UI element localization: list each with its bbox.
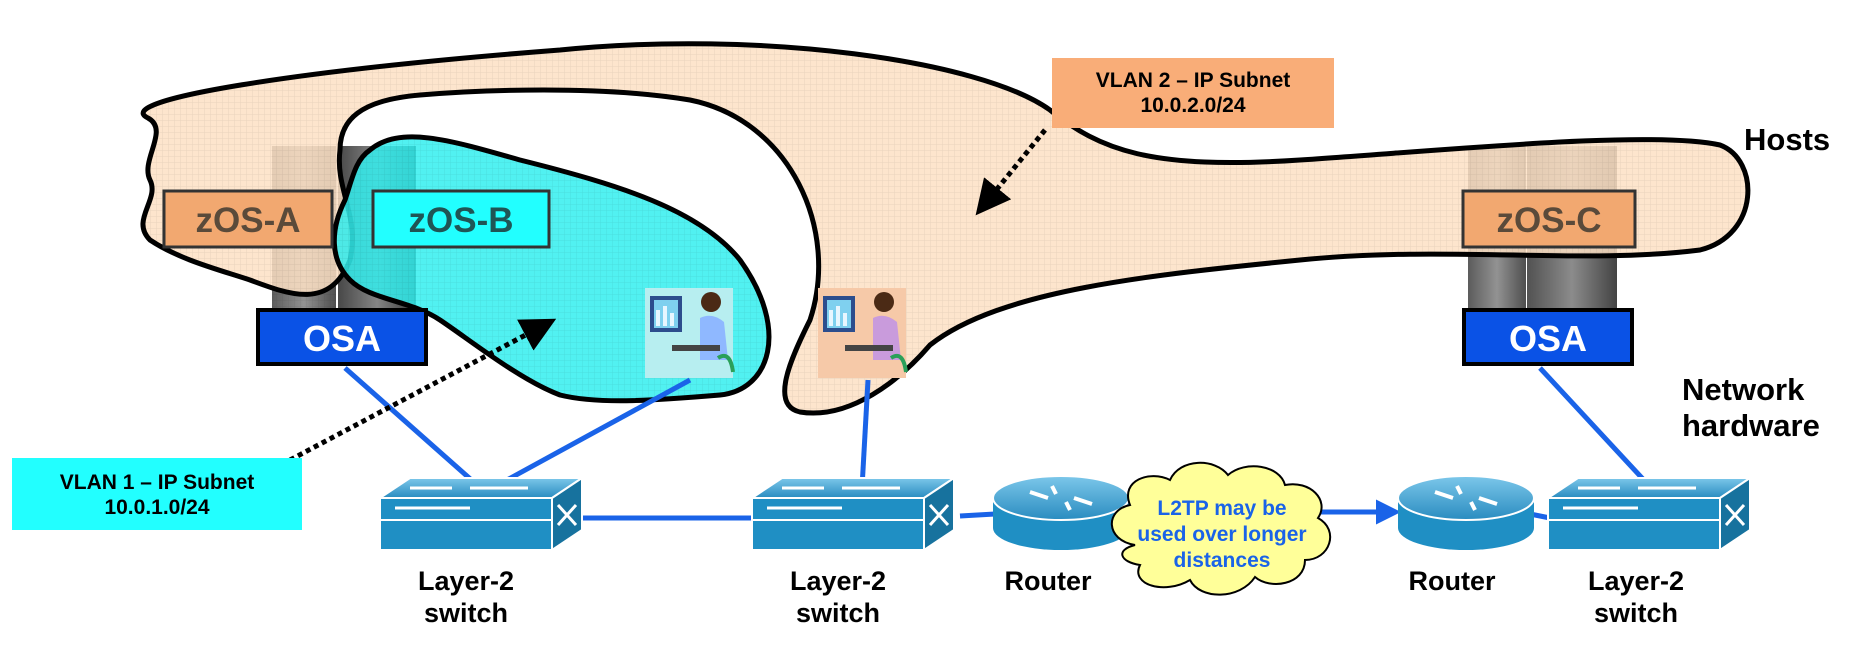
cloud-line-1: L2TP may be (1157, 497, 1286, 520)
osa-right-label: OSA (1509, 318, 1587, 359)
router-icon-2 (1397, 475, 1535, 550)
network-hardware-label: Network hardware (1682, 372, 1820, 444)
layer2-switch-icon-2 (748, 476, 958, 552)
switch3-label-line1: Layer-2 (1588, 566, 1684, 596)
host-zos-b-label: zOS-B (409, 201, 514, 240)
host-zos-a: zOS-A (162, 189, 334, 249)
network-label-line2: hardware (1682, 408, 1820, 443)
workstation-icon-vlan2 (818, 288, 908, 378)
host-zos-a-label: zOS-A (196, 201, 301, 240)
switch1-label-line2: switch (424, 598, 508, 628)
vlan2-callout-box: VLAN 2 – IP Subnet 10.0.2.0/24 (1052, 58, 1334, 128)
layer2-switch-icon-1 (376, 476, 586, 552)
host-zos-c: zOS-C (1461, 189, 1637, 249)
l2tp-cloud (1110, 461, 1332, 596)
cloud-line-3: distances (1174, 549, 1271, 572)
osa-left: OSA (256, 308, 428, 366)
cloud-line-2: used over longer (1137, 523, 1306, 546)
layer2-switch-icon-3 (1544, 476, 1754, 552)
workstation-icon-vlan1 (645, 288, 735, 378)
vlan1-title: VLAN 1 – IP Subnet (59, 471, 255, 494)
switch3-label-line2: switch (1594, 598, 1678, 628)
vlan2-callout-arrow (975, 128, 1047, 216)
vlan1-callout-box: VLAN 1 – IP Subnet 10.0.1.0/24 (12, 458, 302, 530)
vlan2-subnet: 10.0.2.0/24 (1140, 94, 1246, 117)
network-links (343, 366, 1657, 521)
switch2-label-line2: switch (796, 598, 880, 628)
osa-right: OSA (1462, 308, 1634, 366)
router2-label: Router (1409, 566, 1496, 596)
osa-left-label: OSA (303, 318, 381, 359)
vlan1-subnet: 10.0.1.0/24 (104, 496, 210, 519)
vlan1-callout-arrow (288, 318, 557, 463)
vlan2-title: VLAN 2 – IP Subnet (1095, 69, 1291, 92)
host-zos-b: zOS-B (371, 189, 551, 249)
switch1-label-line1: Layer-2 (418, 566, 514, 596)
hosts-label: Hosts (1744, 122, 1831, 157)
network-label-line1: Network (1682, 372, 1805, 407)
router-icon-1 (992, 475, 1130, 550)
switch2-label-line1: Layer-2 (790, 566, 886, 596)
router1-label: Router (1005, 566, 1092, 596)
host-zos-c-label: zOS-C (1497, 201, 1602, 240)
